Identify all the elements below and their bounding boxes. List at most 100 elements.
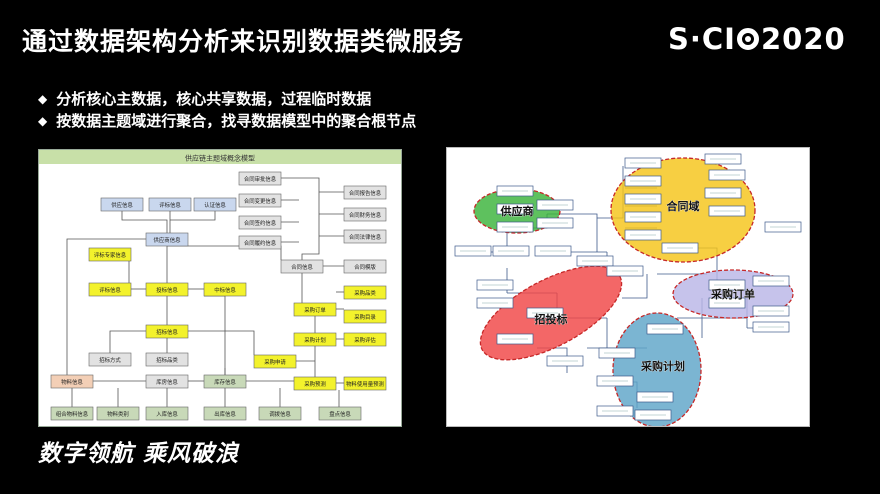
concept-model-svg: 供应链主题域概念模型 供应信息评标信息认证信息供应商信息评标专家信息评标信息投标… (39, 150, 401, 421)
logo-ring-icon (736, 28, 759, 50)
model-node: 合同变更信息 (238, 193, 282, 208)
model-node-label: 招标信息 (156, 328, 178, 336)
model-node: 入库信息 (145, 406, 189, 421)
model-node-label: 出库信息 (214, 410, 236, 418)
diamond-bullet-icon: ◆ (38, 114, 48, 128)
domain-plan-label: 采购计划 (640, 359, 685, 373)
model-node: 组合物料信息 (50, 406, 94, 421)
slogan: 数字领航 乘风破浪 (38, 440, 240, 467)
model-node-label: 采购订单 (304, 306, 326, 314)
model-node: 中标信息 (203, 282, 247, 297)
logo-text-left: S·CI (668, 22, 736, 56)
model-node-label: 库存信息 (214, 378, 236, 386)
model-node: 调拨信息 (258, 406, 302, 421)
model-node-label: 合同财务信息 (349, 211, 382, 219)
model-node: 评标信息 (88, 282, 132, 297)
model-node-label: 评标信息 (159, 201, 181, 209)
model-header-bar (39, 150, 401, 164)
domain-entity-boxes (454, 153, 802, 421)
model-node-label: 入库信息 (156, 410, 178, 418)
model-node-label: 评标专家信息 (94, 251, 127, 259)
model-node-label: 合同签约信息 (244, 219, 277, 227)
model-node-label: 物料信息 (61, 378, 83, 386)
model-node-label: 调拨信息 (269, 410, 291, 418)
bullet-list: ◆ 分析核心主数据，核心共享数据，过程临时数据 ◆ 按数据主题域进行聚合，找寻数据模… (38, 88, 416, 132)
domain-aggregation-diagram: 合同域 供应商招投标 采购订单采购计划 (446, 147, 810, 428)
model-node: 合同模版 (343, 259, 387, 274)
model-node: 合同签约信息 (238, 215, 282, 230)
model-node: 合同审批信息 (238, 171, 282, 186)
model-node-label: 合同报告信息 (349, 189, 382, 197)
model-node: 供应信息 (100, 197, 144, 212)
model-node: 评标专家信息 (88, 247, 132, 262)
bullet-text: 按数据主题域进行聚合，找寻数据模型中的聚合根节点 (56, 112, 417, 130)
model-node-label: 物料类别 (107, 410, 129, 418)
model-node-label: 采购评估 (354, 336, 376, 344)
model-node-label: 采购目录 (354, 313, 376, 321)
model-node: 投标信息 (145, 282, 189, 297)
model-node-label: 招标方式 (99, 356, 121, 364)
model-header-text: 供应链主题域概念模型 (185, 154, 255, 163)
model-node-label: 招标品类 (156, 356, 178, 364)
model-node: 评标信息 (148, 197, 192, 212)
model-node-label: 合同法律信息 (349, 233, 382, 241)
model-node: 采购预测 (293, 376, 337, 391)
domain-bidding-label: 招投标 (535, 312, 568, 326)
model-node: 出库信息 (203, 406, 247, 421)
model-node-label: 供应信息 (111, 201, 133, 209)
model-node-label: 物料使用量预测 (346, 380, 384, 388)
model-node: 盘点信息 (318, 406, 362, 421)
model-node: 认证信息 (193, 197, 237, 212)
model-node-label: 供应商信息 (154, 236, 182, 244)
model-node-label: 合同审批信息 (244, 175, 277, 183)
model-node-label: 认证信息 (204, 201, 226, 209)
sci-2020-logo: S·CI 2020 (668, 22, 846, 56)
model-node: 招标信息 (145, 324, 189, 339)
logo-text-right: 2020 (760, 22, 846, 56)
model-nodes: 供应信息评标信息认证信息供应商信息评标专家信息评标信息投标信息中标信息招标信息招… (50, 171, 387, 421)
model-node-label: 盘点信息 (329, 410, 351, 418)
bullet-item: ◆ 分析核心主数据，核心共享数据，过程临时数据 (38, 88, 416, 110)
supply-chain-concept-model: 供应链主题域概念模型 供应信息评标信息认证信息供应商信息评标专家信息评标信息投标… (38, 149, 402, 427)
model-node: 物料类别 (96, 406, 140, 421)
model-node: 合同信息 (280, 259, 324, 274)
model-node-label: 采购品类 (354, 289, 376, 297)
model-node: 采购品类 (343, 285, 387, 300)
model-node: 合同财务信息 (343, 207, 387, 222)
model-node-label: 合同履约信息 (244, 239, 277, 247)
model-node-label: 采购计划 (304, 336, 326, 344)
model-node: 合同报告信息 (343, 185, 387, 200)
model-node-label: 合同模版 (354, 263, 376, 271)
model-node: 招标方式 (88, 352, 132, 367)
model-node-label: 合同变更信息 (244, 197, 277, 205)
model-node: 采购目录 (343, 309, 387, 324)
model-node: 合同履约信息 (238, 235, 282, 250)
model-node-label: 组合物料信息 (56, 410, 89, 418)
domain-contract-label: 合同域 (667, 199, 700, 213)
model-node: 合同法律信息 (343, 229, 387, 244)
model-node-label: 中标信息 (214, 286, 236, 294)
model-node: 招标品类 (145, 352, 189, 367)
model-node-label: 采购预测 (304, 380, 326, 388)
model-node: 库存信息 (203, 374, 247, 389)
diamond-bullet-icon: ◆ (38, 92, 48, 106)
bullet-text: 分析核心主数据，核心共享数据，过程临时数据 (56, 90, 372, 108)
slide-title: 通过数据架构分析来识别数据类微服务 (22, 27, 465, 56)
bullet-item: ◆ 按数据主题域进行聚合，找寻数据模型中的聚合根节点 (38, 110, 416, 132)
model-node: 采购订单 (293, 302, 337, 317)
model-node-label: 库房信息 (156, 378, 178, 386)
domain-order-label: 采购订单 (710, 287, 755, 301)
model-node: 采购计划 (293, 332, 337, 347)
model-node: 采购评估 (343, 332, 387, 347)
domain-supplier-label: 供应商 (500, 204, 534, 218)
model-node-label: 采购申请 (264, 358, 286, 366)
model-node: 物料使用量预测 (343, 376, 387, 391)
model-node-label: 合同信息 (291, 263, 313, 271)
model-node-label: 评标信息 (99, 286, 121, 294)
model-node: 库房信息 (145, 374, 189, 389)
model-node: 供应商信息 (145, 232, 189, 247)
model-node: 采购申请 (253, 354, 297, 369)
model-node: 物料信息 (50, 374, 94, 389)
